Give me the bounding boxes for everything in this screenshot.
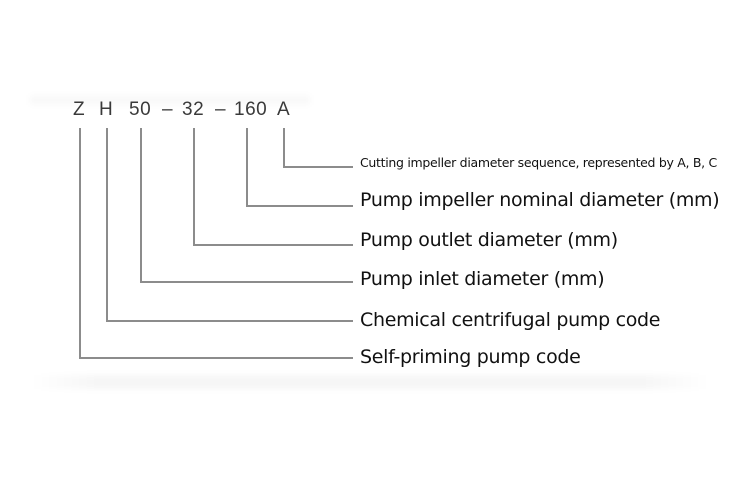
- label-inlet: Pump inlet diameter (mm): [360, 268, 605, 290]
- connector-impeller-vertical: [246, 128, 248, 207]
- code-char-z: Z: [73, 99, 86, 120]
- label-z: Self-priming pump code: [360, 346, 581, 368]
- code-char-inlet: 50: [129, 99, 152, 120]
- code-char-outlet: 32: [182, 99, 205, 120]
- connector-h-vertical: [106, 128, 108, 322]
- code-dash-2: –: [215, 99, 227, 120]
- label-outlet: Pump outlet diameter (mm): [360, 229, 618, 251]
- label-impeller: Pump impeller nominal diameter (mm): [360, 189, 720, 211]
- connector-h-horizontal: [106, 320, 353, 322]
- connector-outlet-vertical: [193, 128, 195, 246]
- connector-cut-vertical: [283, 128, 285, 168]
- label-cut: Cutting impeller diameter sequence, repr…: [360, 155, 717, 170]
- code-char-cut: A: [277, 99, 291, 120]
- connector-outlet-horizontal: [193, 244, 353, 246]
- connector-z-horizontal: [79, 357, 353, 359]
- code-dash-1: –: [162, 99, 174, 120]
- label-h: Chemical centrifugal pump code: [360, 309, 661, 331]
- code-char-impeller: 160: [234, 99, 268, 120]
- background-artifact-bottom: [30, 375, 710, 389]
- connector-cut-horizontal: [283, 166, 353, 168]
- connector-impeller-horizontal: [246, 205, 353, 207]
- connector-z-vertical: [79, 128, 81, 359]
- code-char-h: H: [99, 99, 114, 120]
- connector-inlet-horizontal: [140, 281, 353, 283]
- connector-inlet-vertical: [140, 128, 142, 283]
